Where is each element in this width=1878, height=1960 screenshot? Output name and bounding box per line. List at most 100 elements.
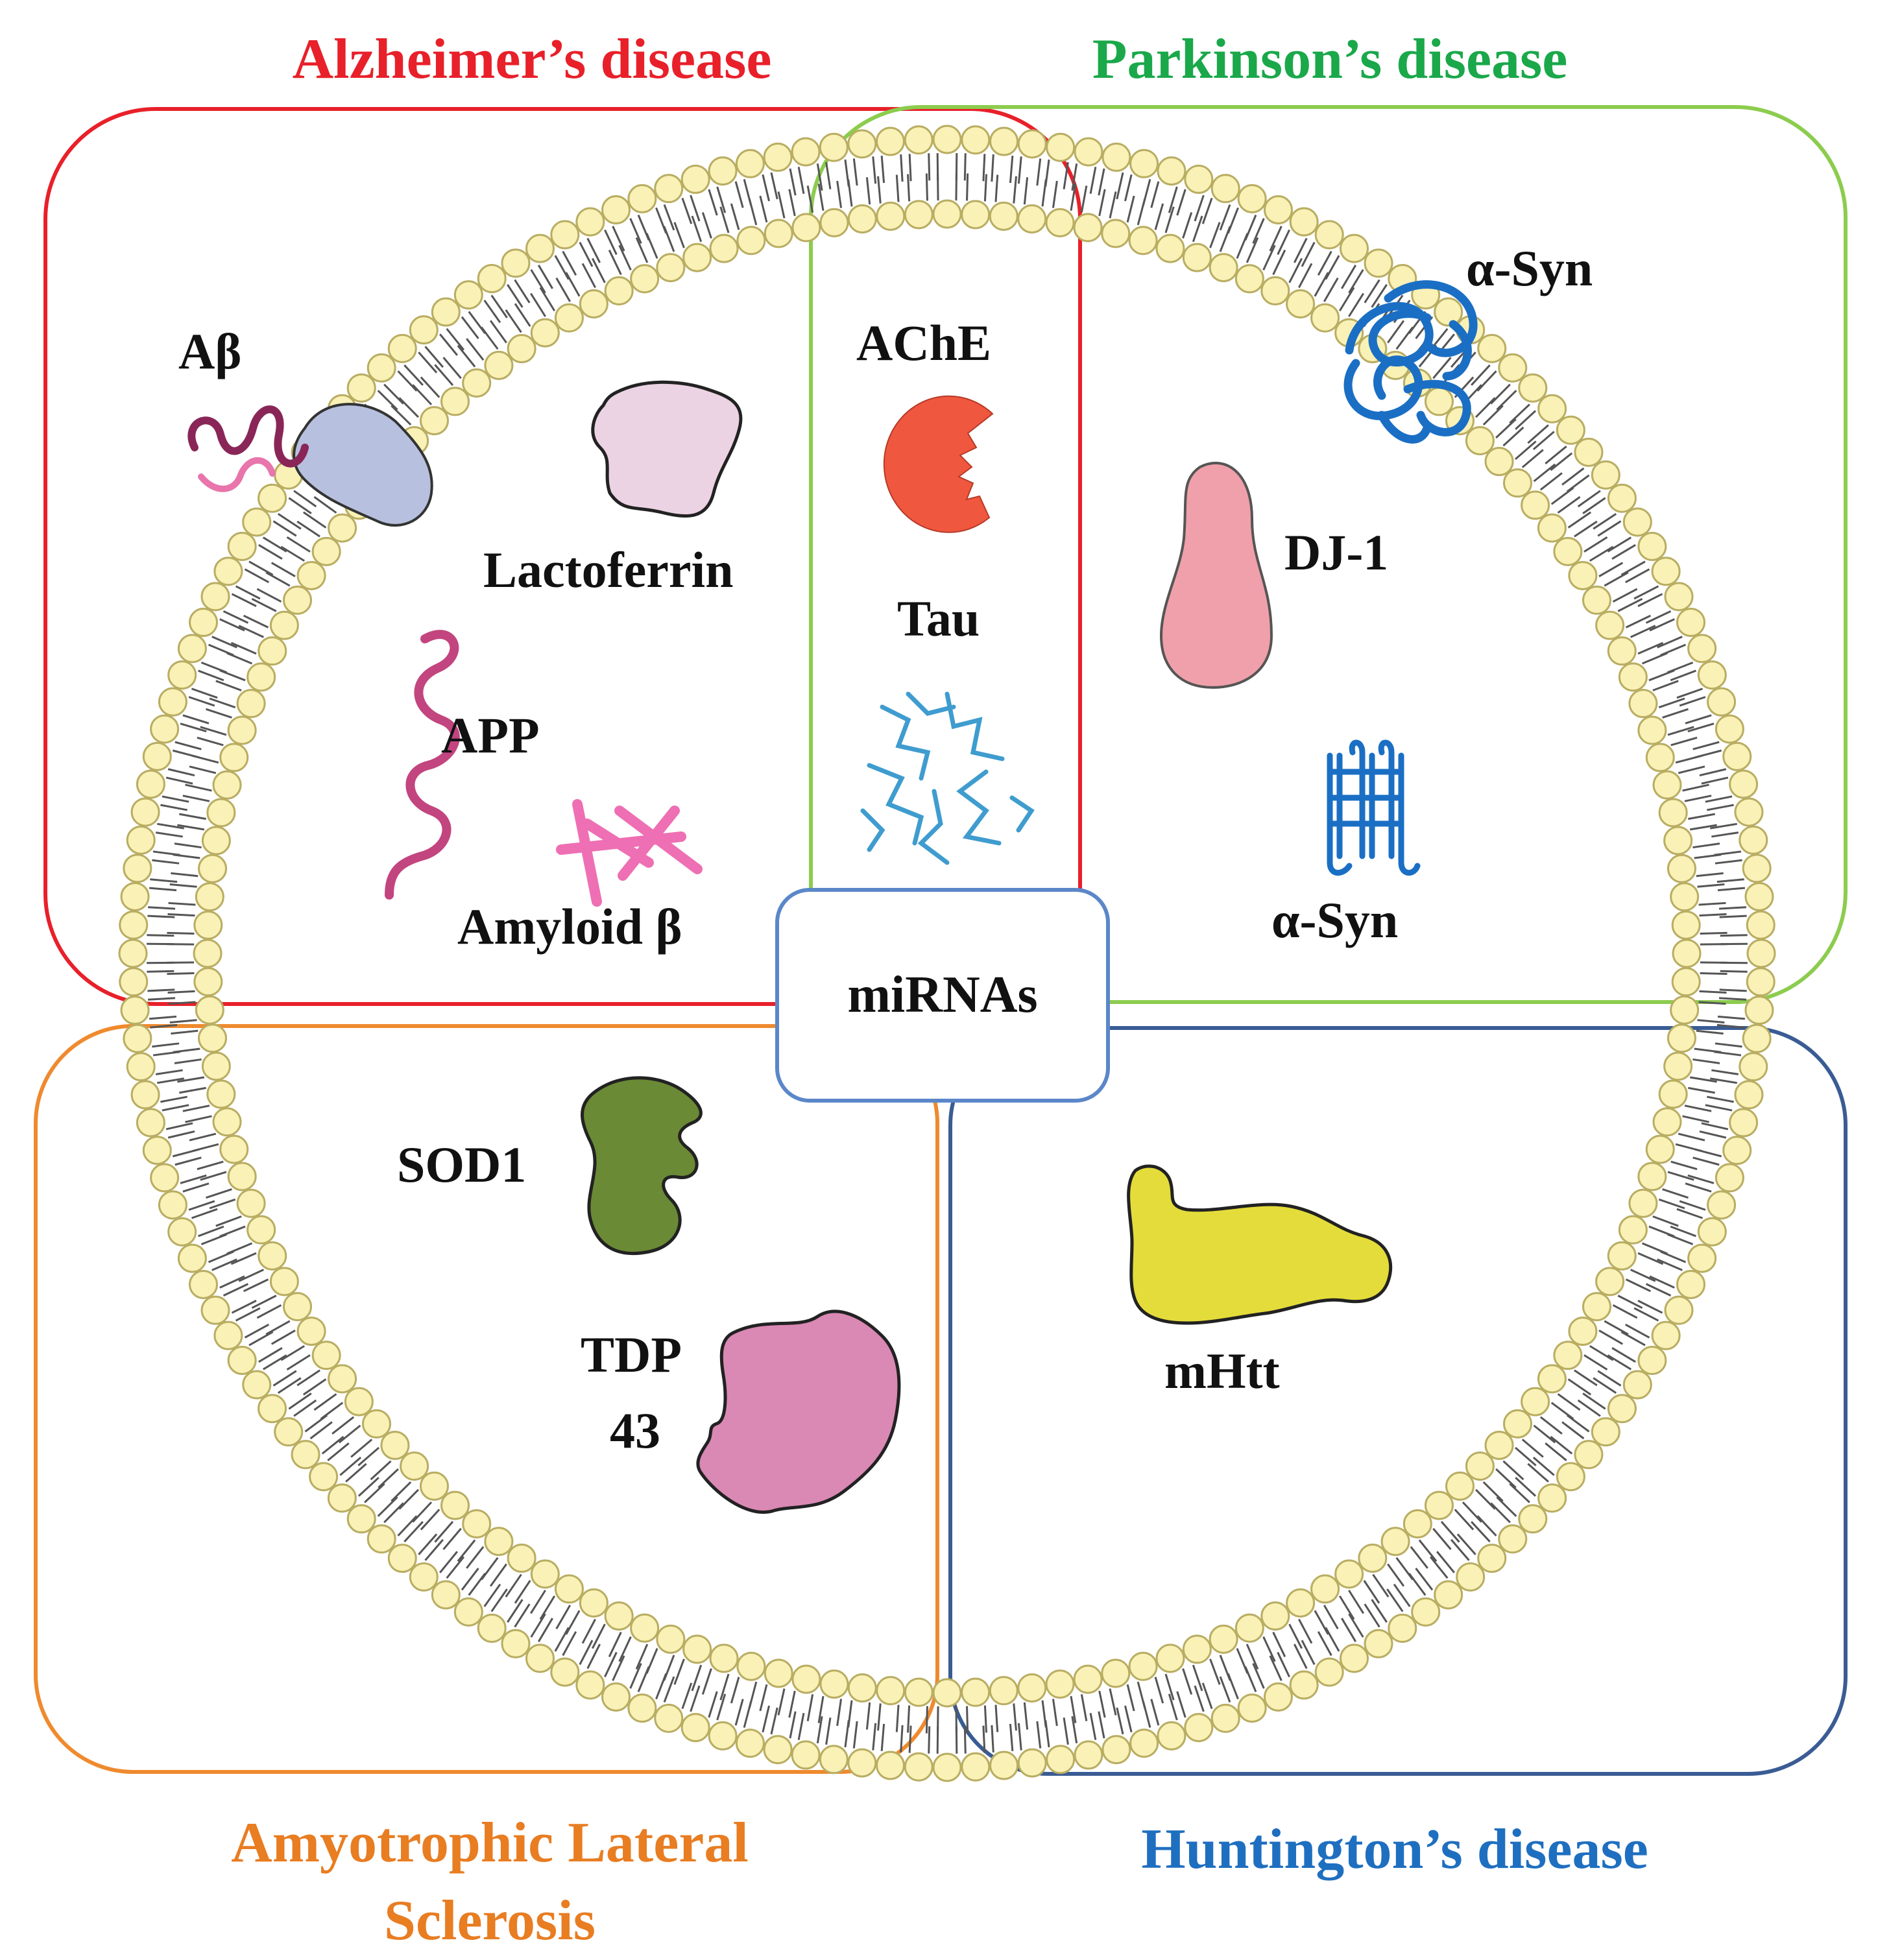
lipid-tail xyxy=(1071,163,1078,191)
lipid-tail xyxy=(364,1483,385,1503)
lipid-tail xyxy=(663,204,675,231)
lipid-head xyxy=(1707,1190,1737,1220)
lipid-tail xyxy=(1641,652,1668,665)
lipid-tail xyxy=(293,490,317,508)
lipid-tail xyxy=(1364,1603,1380,1628)
lipid-head xyxy=(130,797,160,827)
lipid-head xyxy=(1182,243,1212,272)
lipid-tail xyxy=(1670,736,1698,747)
lipid-tail xyxy=(424,1538,444,1561)
lipid-tail xyxy=(1521,449,1544,468)
lipid-tail xyxy=(1098,189,1106,217)
lipid-tail xyxy=(554,255,570,280)
lipid-tail xyxy=(1124,174,1133,202)
dj1-icon xyxy=(1159,462,1273,689)
lipid-tail xyxy=(514,1603,531,1628)
lipid-head xyxy=(453,1597,483,1627)
lipid-tail xyxy=(1341,265,1357,289)
lipid-head xyxy=(630,1613,660,1643)
asyn-coil-icon xyxy=(1343,280,1478,444)
lipid-head xyxy=(554,303,584,333)
lipid-tail xyxy=(1561,1421,1585,1440)
lipid-head xyxy=(1663,826,1693,855)
lipid-head xyxy=(236,689,266,719)
lipid-head xyxy=(904,200,933,230)
lipid-head xyxy=(1289,207,1319,237)
lipid-tail xyxy=(182,795,210,802)
lipid-tail xyxy=(1687,723,1715,733)
lipid-head xyxy=(1537,513,1567,543)
alzheimers-title: Alzheimer’s disease xyxy=(293,28,772,91)
lipid-head xyxy=(167,660,197,690)
lipid-head xyxy=(201,826,231,855)
lipid-tail xyxy=(555,277,572,302)
lipid-head xyxy=(1670,882,1700,912)
lipid-head xyxy=(791,213,821,243)
lipid-tail xyxy=(1514,1446,1537,1466)
lipid-tail xyxy=(338,1424,361,1444)
lipid-tail xyxy=(1301,241,1316,267)
lipid-tail xyxy=(147,970,175,973)
lipid-head xyxy=(1073,1664,1103,1694)
lipid-tail xyxy=(1582,497,1606,514)
lipid-tail xyxy=(167,943,195,946)
lipid-head xyxy=(1697,1217,1727,1247)
lipid-head xyxy=(119,910,149,940)
lipid-tail xyxy=(1624,1323,1650,1339)
lipid-head xyxy=(118,938,148,968)
lipid-head xyxy=(258,1394,287,1424)
huntingtons-box xyxy=(948,1026,1848,1776)
lipid-head xyxy=(1667,854,1696,883)
lipid-head xyxy=(387,1544,417,1573)
lipid-head xyxy=(736,226,766,256)
lipid-tail xyxy=(1705,1104,1733,1112)
lipid-tail xyxy=(1182,212,1193,239)
lipid-head xyxy=(1128,1651,1158,1681)
lipid-head xyxy=(1380,1527,1410,1557)
lipid-tail xyxy=(1476,370,1497,392)
lipid-tail xyxy=(982,154,986,182)
lipid-tail xyxy=(313,1393,337,1411)
lipid-tail xyxy=(296,1369,320,1387)
lipid-head xyxy=(575,207,605,237)
lipid-tail xyxy=(377,390,398,411)
lipid-head xyxy=(177,1243,207,1273)
lipid-tail xyxy=(1521,1439,1544,1458)
lipid-head xyxy=(189,608,219,638)
lipid-tail xyxy=(847,179,853,207)
lipid-tail xyxy=(238,625,264,638)
lipid-head xyxy=(1434,297,1463,327)
als-title-line1: Amyotrophic Lateral xyxy=(231,1811,749,1874)
lipid-tail xyxy=(645,233,658,259)
lipid-head xyxy=(387,333,417,363)
lipid-head xyxy=(158,687,187,717)
lipid-head xyxy=(763,1735,793,1765)
lipid-tail xyxy=(1699,1130,1727,1139)
lipid-tail xyxy=(313,496,337,514)
lipid-tail xyxy=(293,1399,317,1417)
lipid-tail xyxy=(1098,168,1105,196)
lipid-head xyxy=(367,353,396,383)
lipid-tail xyxy=(1670,669,1696,682)
lipid-tail xyxy=(1697,883,1725,888)
lipid-tail xyxy=(1662,708,1689,719)
lipid-tail xyxy=(1080,185,1088,213)
abeta-label: Aβ xyxy=(178,323,241,379)
mhtt-label: mHtt xyxy=(1164,1343,1280,1399)
lipid-tail xyxy=(174,843,202,849)
lipid-tail xyxy=(1700,943,1728,946)
lipid-tail xyxy=(391,1481,412,1502)
lipid-tail xyxy=(1098,1711,1105,1739)
lipid-tail xyxy=(983,1705,987,1733)
lipid-tail xyxy=(1567,511,1592,529)
lipid-tail xyxy=(219,1225,246,1237)
lipid-tail xyxy=(836,180,843,208)
lipid-head xyxy=(419,406,449,436)
lipid-tail xyxy=(507,1599,524,1623)
lipid-tail xyxy=(466,1546,485,1569)
lipid-tail xyxy=(806,1694,814,1721)
lipid-head xyxy=(1722,1136,1752,1165)
lipid-tail xyxy=(1482,1481,1504,1502)
lipid-tail xyxy=(1432,357,1452,379)
lipid-head xyxy=(1671,967,1701,997)
